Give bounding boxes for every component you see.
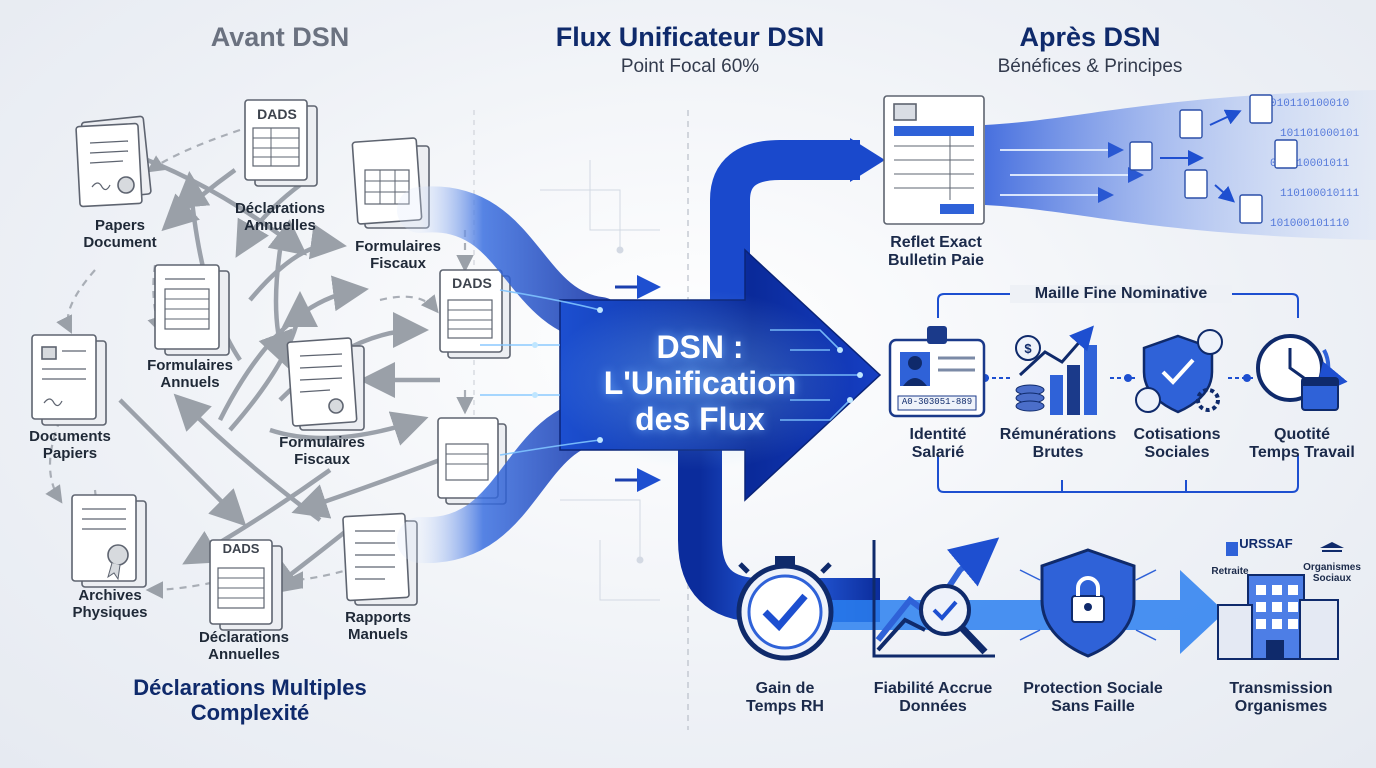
dads-tag-mid: DADS [452,275,492,291]
right-title: Après DSN [1019,22,1161,52]
left-footer-label: Déclarations Multiples Complexité [133,675,367,725]
circuit-traces [480,289,860,456]
doc-label-papers: Papers Document [83,217,157,251]
buildings-icon [1217,542,1344,660]
maille-label-cotisations: Cotisations Sociales [1133,426,1221,461]
badge-code: A0-303051-889 [901,397,973,407]
doc-label-formulaires-annuels: Formulaires Annuels [147,357,233,391]
up-pipe [710,140,860,300]
doc-label-declarations: Déclarations Annuelles [234,200,326,234]
doc-label-formulaires-fiscaux-2: Formulaires Fiscaux [279,434,365,468]
benefit-label-fiabilite: Fiabilité Accrue Données [873,680,993,715]
svg-text:101000101110: 101000101110 [1270,218,1349,230]
left-documents [31,99,511,631]
benefits-flow-arrow [820,570,1225,654]
org-urssaf: URSSAF [1239,536,1293,551]
dads-tag-top: DADS [257,106,297,122]
svg-text:$: $ [1024,341,1032,356]
shield-coins-icon [1135,329,1223,414]
doc-label-rapports: Rapports Manuels [345,609,411,643]
benefit-label-transmission: Transmission Organismes [1229,680,1333,715]
center-subtitle: Point Focal 60% [620,56,760,77]
org-retraite: Retraite [1211,566,1249,577]
maille-title: Maille Fine Nominative [1010,285,1232,303]
salary-growth-icon: $ [1015,325,1097,415]
center-title: Flux Unificateur DSN [555,22,825,52]
dsn-arrow-label: DSN : L'Unification des Flux [603,329,797,437]
benefit-label-protection: Protection Sociale Sans Faille [1023,680,1163,715]
doc-label-formulaires-fiscaux: Formulaires Fiscaux [355,238,441,272]
doc-label-declarations-2: Déclarations Annuelles [198,629,290,663]
right-subtitle: Bénéfices & Principes [997,56,1183,77]
maille-label-identite: Identité Salarié [909,426,967,461]
dads-tag-bottom: DADS [222,541,260,556]
chart-magnifier-icon [872,537,1000,658]
stopwatch-icon [736,556,834,661]
payslip-icon [883,95,985,225]
maille-bracket [937,293,1299,493]
digital-stream [985,90,1376,240]
left-title: Avant DSN [210,22,350,52]
svg-text:101101000101: 101101000101 [1280,128,1360,140]
circuit-background [540,160,660,601]
clock-calendar-icon [1256,334,1348,411]
benefit-label-gain: Gain de Temps RH [746,680,824,715]
shield-lock-icon [1019,548,1157,658]
payslip-label: Reflet Exact Bulletin Paie [887,234,985,269]
svg-text:110100010111: 110100010111 [1280,188,1360,200]
doc-label-archives: Archives Physiques [72,587,148,621]
maille-label-quotite: Quotité Temps Travail [1249,426,1355,461]
maille-label-remunerations: Rémunérations Brutes [999,426,1117,461]
flying-doc-icons [1129,94,1298,224]
org-organismes: Organismes Sociaux [1303,562,1361,585]
doc-label-documents: Documents Papiers [29,428,111,462]
svg-text:010110100010: 010110100010 [1270,98,1349,110]
id-badge-icon [888,326,986,418]
